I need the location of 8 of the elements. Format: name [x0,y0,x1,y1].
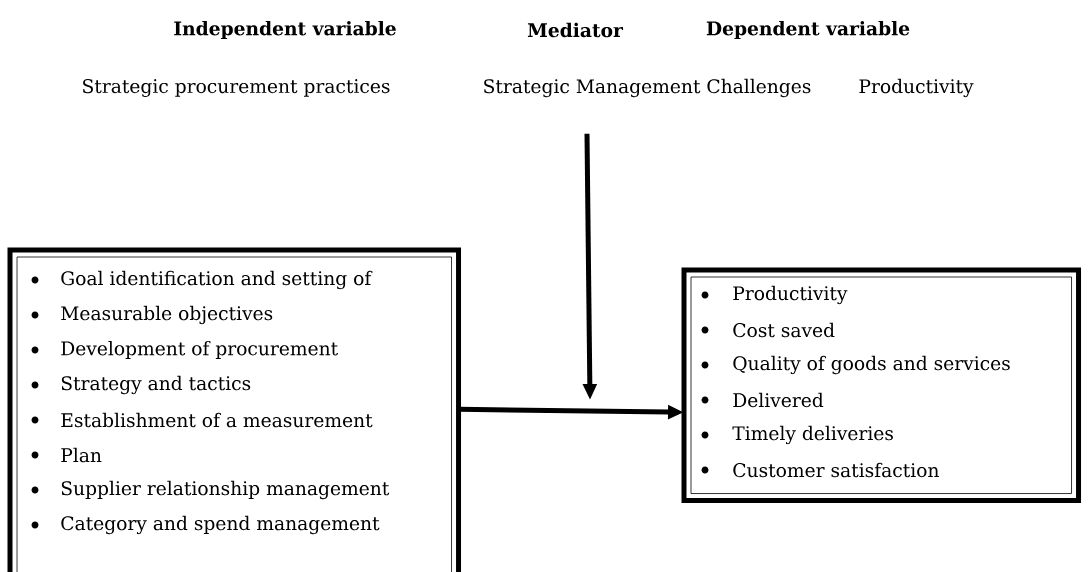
column-heading: Independent variable [174,21,396,40]
column-heading: Mediator [527,22,624,38]
bulleted-list-box: Goal identification and setting of Measurable objectives Development of procurement Strategy and tactics Establishment of a measurement Plan Supplier relationship management Category and spend management [7,247,462,572]
column-heading: Dependent variable [706,21,910,40]
bulleted-list-box: Productivity Cost saved Quality of goods and services Delivered Timely deliveries Customer satisfaction [681,267,1082,504]
variable-label: Strategic Management Challenges [484,78,811,98]
variable-label: Strategic procurement practices [83,79,390,97]
variable-label: Productivity [859,78,974,98]
